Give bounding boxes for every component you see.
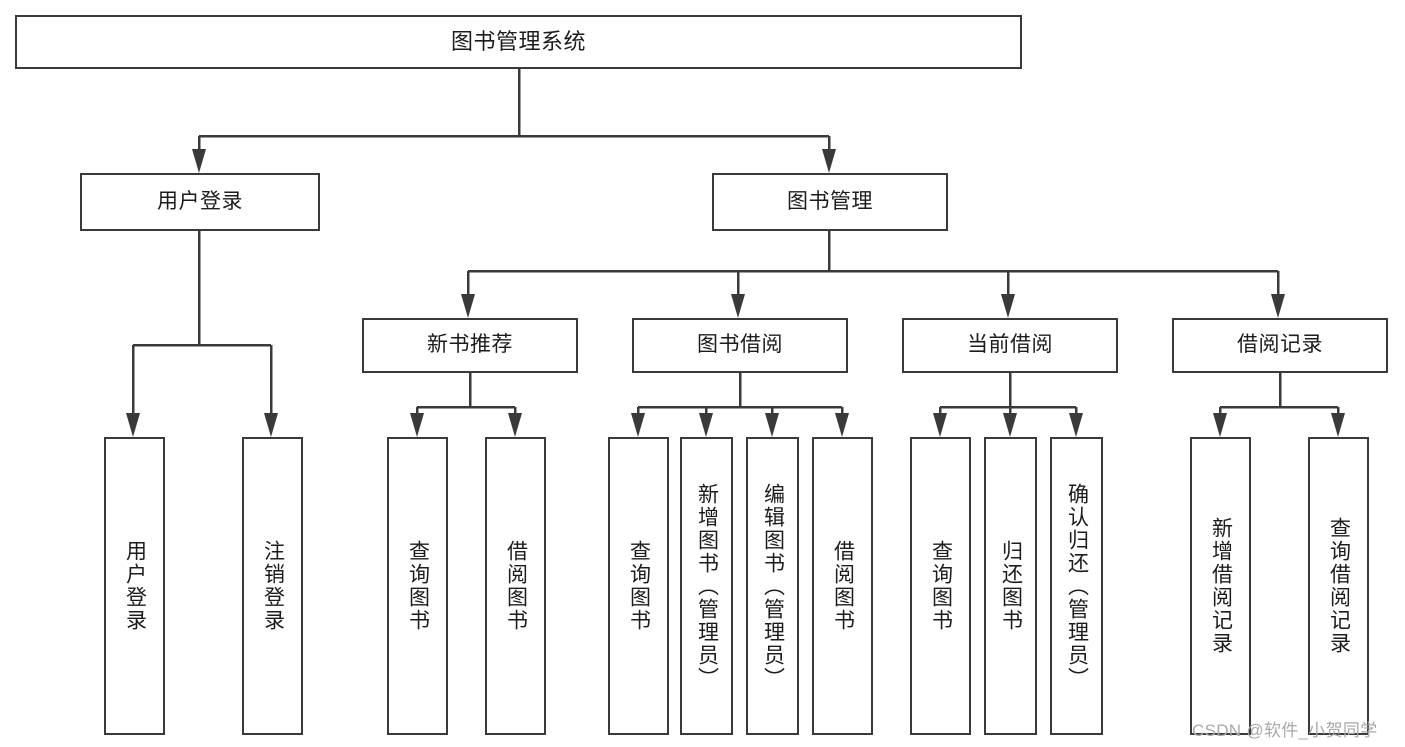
- node-leaf-add-book[interactable]: 新增图书（管理员）: [680, 437, 733, 735]
- node-user-login-label: 用户登录: [157, 189, 243, 213]
- node-current-borrow-label: 当前借阅: [967, 333, 1053, 357]
- node-leaf-return-book[interactable]: 归还图书: [984, 437, 1037, 735]
- node-leaf-borrow-book-1[interactable]: 借阅图书: [485, 437, 546, 735]
- node-book-borrow[interactable]: 图书借阅: [632, 318, 848, 373]
- node-new-book-recommend-label: 新书推荐: [427, 333, 513, 357]
- node-leaf-query-record-label: 查询借阅记录: [1327, 517, 1351, 655]
- level3-arrow-1-head: [731, 294, 745, 318]
- level3-arrow-0-head: [461, 294, 475, 318]
- node-user-login[interactable]: 用户登录: [80, 173, 320, 231]
- group-current-borrow-arrow-2-head: [1069, 413, 1083, 437]
- group-book-borrow-arrow-3-head: [835, 413, 849, 437]
- node-current-borrow[interactable]: 当前借阅: [902, 318, 1118, 373]
- user-login-arrow-0-head: [126, 413, 140, 437]
- node-leaf-confirm-return-label: 确认归还（管理员）: [1065, 482, 1089, 690]
- node-leaf-edit-book[interactable]: 编辑图书（管理员）: [746, 437, 799, 735]
- node-leaf-query-book-2[interactable]: 查询图书: [608, 437, 669, 735]
- node-leaf-query-book-1-label: 查询图书: [406, 540, 430, 632]
- node-leaf-user-logout[interactable]: 注销登录: [242, 437, 303, 735]
- group-new-book-recommend-arrow-1-head: [508, 413, 522, 437]
- group-current-borrow-arrow-0-head: [933, 413, 947, 437]
- node-leaf-confirm-return[interactable]: 确认归还（管理员）: [1050, 437, 1103, 735]
- group-book-borrow-arrow-0-head: [631, 413, 645, 437]
- node-leaf-query-record[interactable]: 查询借阅记录: [1308, 437, 1369, 735]
- node-root[interactable]: 图书管理系统: [15, 15, 1022, 69]
- node-leaf-borrow-book-2[interactable]: 借阅图书: [812, 437, 873, 735]
- level2-arrow-1-head: [822, 149, 836, 173]
- group-borrow-record-arrow-1-head: [1331, 413, 1345, 437]
- node-leaf-query-book-3-label: 查询图书: [929, 540, 953, 632]
- node-leaf-add-book-label: 新增图书（管理员）: [695, 482, 719, 690]
- node-leaf-user-login-label: 用户登录: [123, 540, 147, 632]
- node-book-borrow-label: 图书借阅: [697, 333, 783, 357]
- node-leaf-query-book-1[interactable]: 查询图书: [387, 437, 448, 735]
- node-leaf-user-login[interactable]: 用户登录: [104, 437, 165, 735]
- level3-arrow-2-head: [1001, 294, 1015, 318]
- node-root-label: 图书管理系统: [450, 29, 586, 55]
- node-leaf-add-record-label: 新增借阅记录: [1209, 517, 1233, 655]
- node-leaf-edit-book-label: 编辑图书（管理员）: [761, 482, 785, 690]
- node-leaf-borrow-book-1-label: 借阅图书: [504, 540, 528, 632]
- node-book-manage-label: 图书管理: [787, 189, 873, 213]
- node-leaf-user-logout-label: 注销登录: [261, 540, 285, 632]
- node-leaf-return-book-label: 归还图书: [999, 540, 1023, 632]
- group-book-borrow-arrow-2-head: [765, 413, 779, 437]
- node-borrow-record-label: 借阅记录: [1237, 333, 1323, 357]
- node-leaf-query-book-2-label: 查询图书: [627, 540, 651, 632]
- connector-lines: [126, 69, 1345, 437]
- group-current-borrow-arrow-1-head: [1003, 413, 1017, 437]
- node-new-book-recommend[interactable]: 新书推荐: [362, 318, 578, 373]
- node-book-manage[interactable]: 图书管理: [712, 173, 948, 231]
- node-leaf-borrow-book-2-label: 借阅图书: [831, 540, 855, 632]
- user-login-arrow-1-head: [264, 413, 278, 437]
- node-leaf-query-book-3[interactable]: 查询图书: [910, 437, 971, 735]
- group-new-book-recommend-arrow-0-head: [410, 413, 424, 437]
- node-leaf-add-record[interactable]: 新增借阅记录: [1190, 437, 1251, 735]
- group-book-borrow-arrow-1-head: [699, 413, 713, 437]
- node-borrow-record[interactable]: 借阅记录: [1172, 318, 1388, 373]
- group-borrow-record-arrow-0-head: [1213, 413, 1227, 437]
- level2-arrow-0-head: [192, 149, 206, 173]
- level3-arrow-3-head: [1271, 294, 1285, 318]
